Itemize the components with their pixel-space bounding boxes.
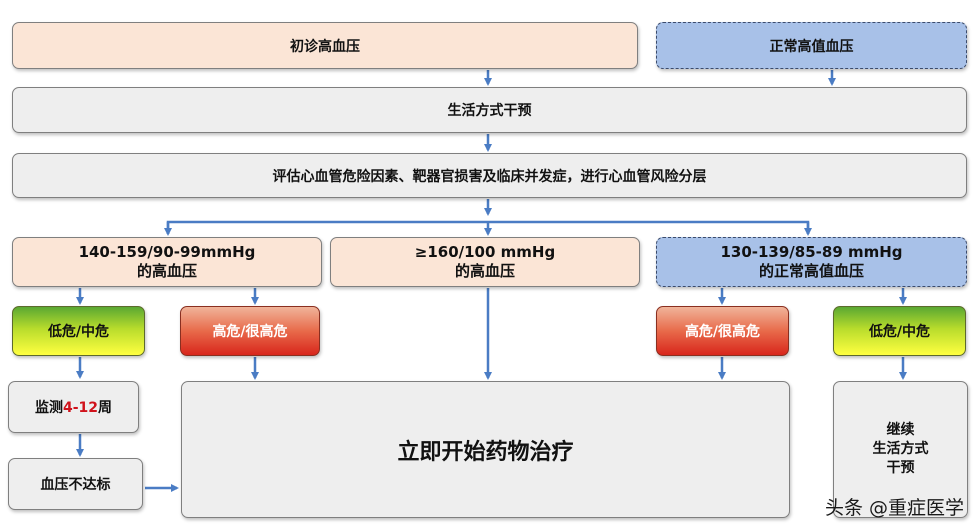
box-high-risk-right: 高危/很高危: [656, 306, 789, 356]
box-monitor: 监测4-12周: [8, 381, 139, 433]
watermark: 头条 @重症医学: [824, 497, 964, 519]
box-start-medication: 立即开始药物治疗: [181, 381, 790, 518]
monitor-weeks-range: 4-12: [62, 400, 99, 416]
box-bp-not-reached: 血压不达标: [8, 458, 143, 510]
monitor-text: 监测4-12周: [34, 400, 113, 416]
box-assessment: 评估心血管危险因素、靶器官损害及临床并发症，进行心血管风险分层: [12, 153, 967, 198]
box-lifestyle-intervention: 生活方式干预: [12, 87, 967, 133]
box-bp-160: ≥160/100 mmHg 的高血压: [330, 237, 640, 287]
box-low-mid-risk-right: 低危/中危: [833, 306, 966, 356]
box-continue-lifestyle: 继续 生活方式 干预: [833, 381, 968, 518]
box-high-risk-left: 高危/很高危: [180, 306, 320, 356]
box-initial-hypertension: 初诊高血压: [12, 22, 638, 69]
box-normal-high-bp: 正常高值血压: [656, 22, 967, 69]
box-bp-130-139: 130-139/85-89 mmHg 的正常高值血压: [656, 237, 967, 287]
box-low-mid-risk-left: 低危/中危: [12, 306, 145, 356]
box-bp-140-159: 140-159/90-99mmHg 的高血压: [12, 237, 322, 287]
